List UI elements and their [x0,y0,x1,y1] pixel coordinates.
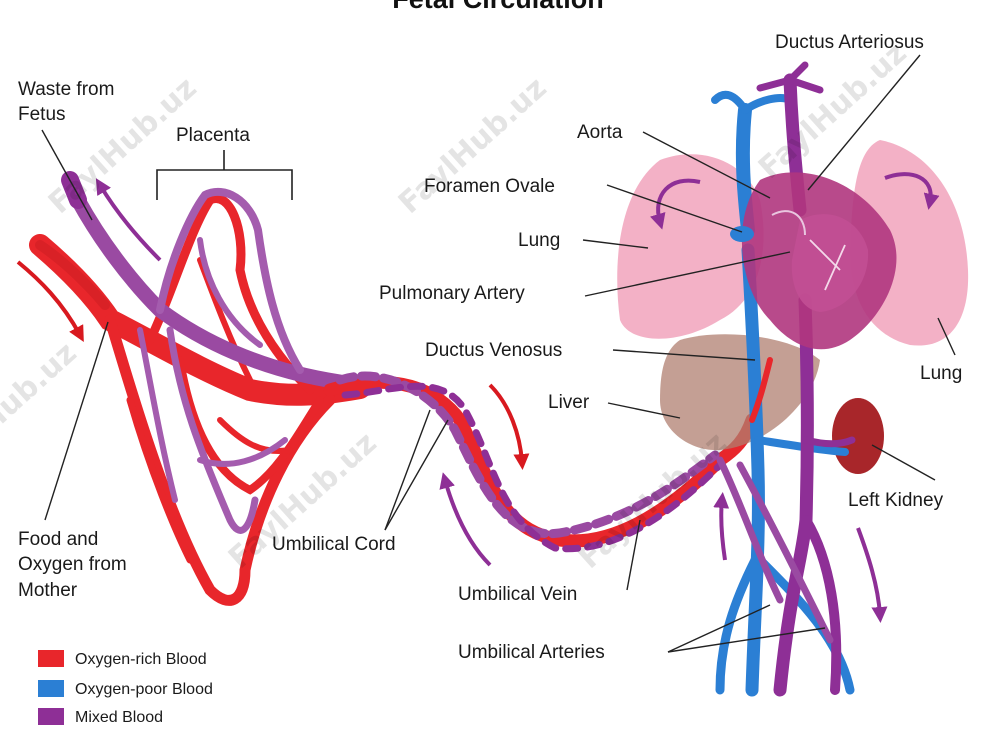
legend-swatch-mixed [38,708,64,725]
page-title: Fetal Circulation [392,0,604,14]
arrow-umbilical-up [713,492,730,561]
watermark-text: FaylHub.uz [0,335,84,486]
watermark-text: FaylHub.uz [572,425,734,576]
legend-swatch-oxygen-poor [38,680,64,697]
legend-label-oxygen-rich: Oxygen-rich Blood [75,651,207,668]
legend-swatch-oxygen-rich [38,650,64,667]
label-foramen-ovale: Foramen Ovale [424,176,555,197]
label-lung-left: Lung [518,230,560,251]
label-waste-from-fetus: Waste from [18,79,114,100]
arrow-right-lung [884,172,940,210]
label-ductus-arteriosus: Ductus Arteriosus [775,32,924,53]
arrow-mother-in [16,260,84,343]
label-placenta: Placenta [176,125,250,146]
label-umbilical-vein: Umbilical Vein [458,584,577,605]
major-vessels-illustration [711,61,856,697]
label-liver: Liver [548,392,590,413]
label-food-oxygen-from-mother: Oxygen from [18,554,127,575]
label-food-oxygen-from-mother: Mother [18,580,78,601]
label-left-kidney: Left Kidney [848,490,944,511]
legend-label-mixed: Mixed Blood [75,709,163,726]
label-food-oxygen-from-mother: Food and [18,529,98,550]
label-lung-right: Lung [920,363,962,384]
heart-illustration [730,172,897,350]
watermark-text: FaylHub.uz [392,70,554,221]
flow-arrows [16,172,940,623]
organs-illustration [617,140,969,474]
arrow-aorta-down [856,527,888,623]
arrow-left-lung [650,178,701,230]
labels: Waste from Fetus Placenta Food and Oxyge… [18,32,962,663]
placenta-illustration [29,171,371,606]
label-umbilical-arteries: Umbilical Arteries [458,642,605,663]
arrow-fetus-out [95,178,162,262]
label-pulmonary-artery: Pulmonary Artery [379,283,525,304]
kidney-shape [832,398,884,474]
leader-lines [41,54,956,653]
label-ductus-venosus: Ductus Venosus [425,340,562,361]
label-aorta: Aorta [577,122,623,143]
label-umbilical-cord: Umbilical Cord [272,534,396,555]
arrow-cord-red [488,383,530,470]
left-lung-shape [617,154,764,339]
legend-label-oxygen-poor: Oxygen-poor Blood [75,681,213,698]
legend: Oxygen-rich Blood Oxygen-poor Blood Mixe… [38,650,213,726]
label-waste-from-fetus: Fetus [18,104,66,125]
arrow-cord-purple [439,472,492,567]
liver-shape [660,334,820,451]
